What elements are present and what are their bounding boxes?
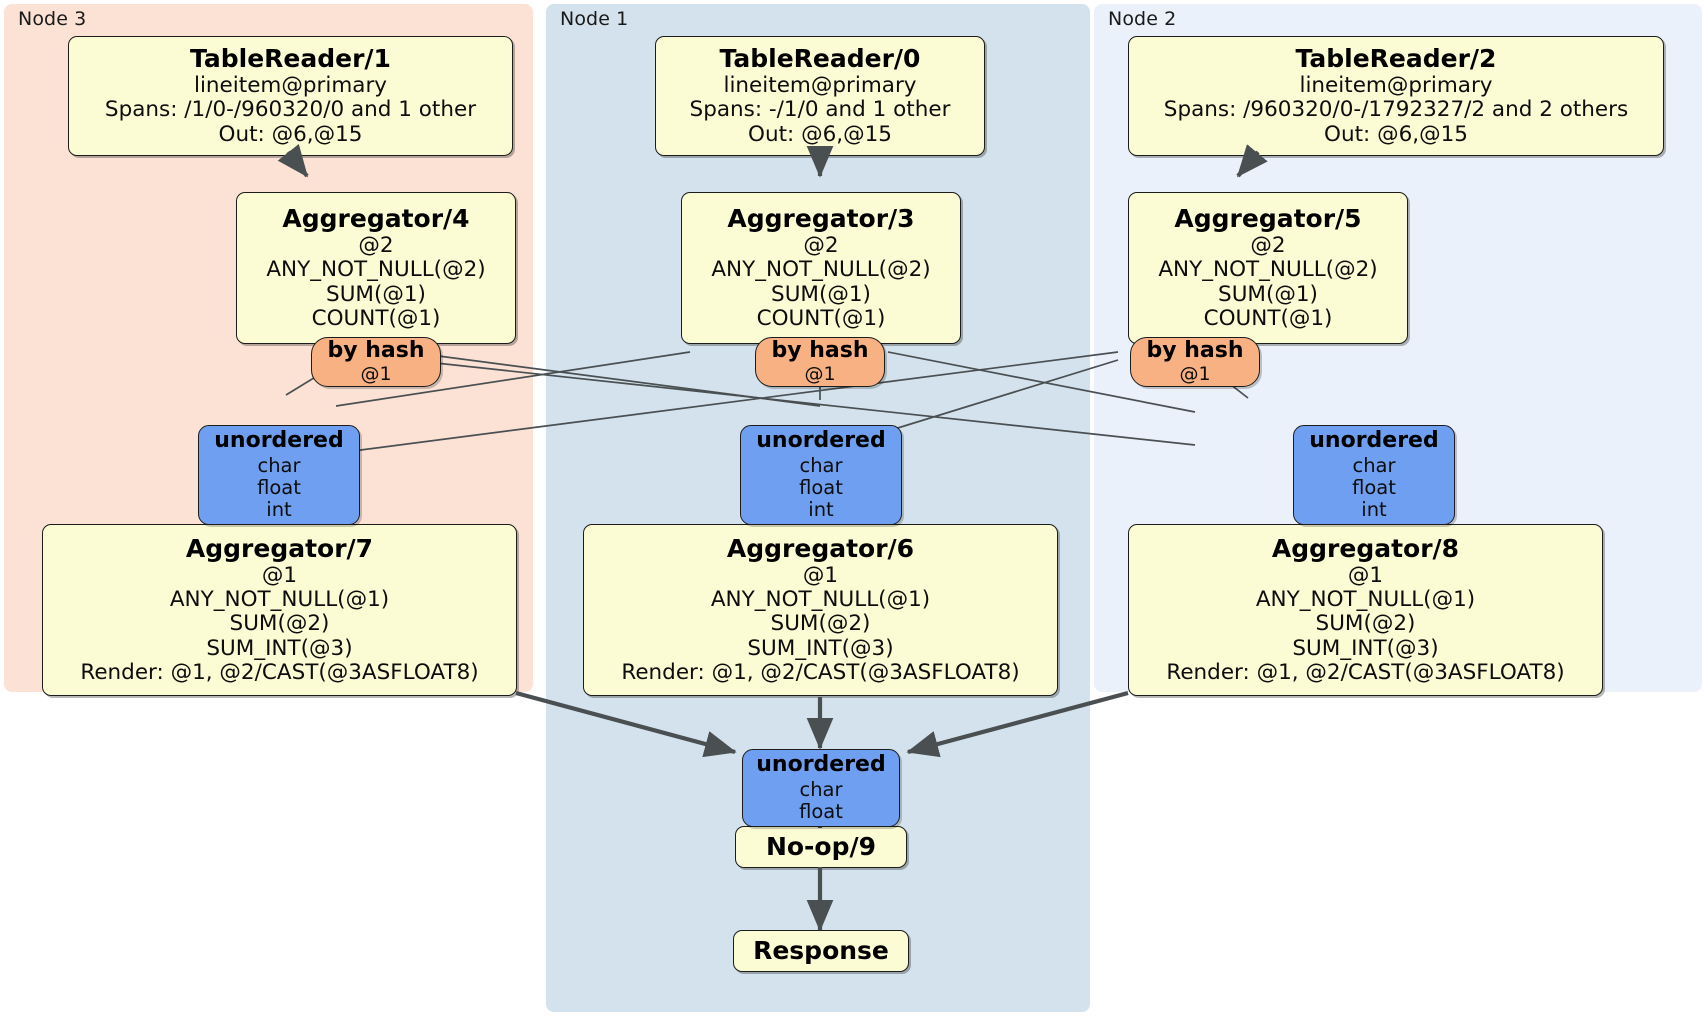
processor-detail-groupcols: @1 — [802, 562, 839, 588]
processor-detail-groupcols: @1 — [261, 562, 298, 588]
processor-detail-groupcols: @1 — [1347, 562, 1384, 588]
processor-detail-out: Out: @6,@15 — [218, 121, 363, 147]
processor-aggregator-3[interactable]: Aggregator/3 @2 ANY_NOT_NULL(@2) SUM(@1)… — [681, 192, 961, 344]
processor-aggregator-6[interactable]: Aggregator/6 @1 ANY_NOT_NULL(@1) SUM(@2)… — [583, 524, 1058, 696]
processor-detail-agg3: COUNT(@1) — [1203, 305, 1333, 331]
synchronizer-type-char: char — [257, 453, 301, 477]
router-by-hash-node1[interactable]: by hash @1 — [755, 337, 885, 387]
processor-aggregator-5[interactable]: Aggregator/5 @2 ANY_NOT_NULL(@2) SUM(@1)… — [1128, 192, 1408, 344]
router-title: by hash — [771, 337, 869, 363]
synchronizer-type-float: float — [799, 475, 843, 499]
processor-title: Aggregator/7 — [185, 533, 374, 563]
synchronizer-type-char: char — [1352, 453, 1396, 477]
processor-title: Aggregator/5 — [1174, 203, 1362, 233]
processor-detail-render: Render: @1, @2/CAST(@3ASFLOAT8) — [80, 660, 479, 686]
synchronizer-type-int: int — [266, 497, 292, 521]
response-node[interactable]: Response — [733, 930, 909, 972]
processor-detail-agg1: ANY_NOT_NULL(@1) — [169, 587, 390, 613]
processor-tablereader-1[interactable]: TableReader/1 lineitem@primary Spans: /1… — [68, 36, 513, 156]
synchronizer-unordered-node3[interactable]: unordered char float int — [198, 425, 360, 525]
processor-detail-render: Render: @1, @2/CAST(@3ASFLOAT8) — [621, 660, 1020, 686]
processor-detail-agg2: SUM(@1) — [326, 281, 426, 307]
processor-title: Aggregator/8 — [1271, 533, 1460, 563]
processor-detail-spans: Spans: -/1/0 and 1 other — [689, 97, 951, 123]
processor-detail-groupcols: @2 — [803, 233, 839, 259]
synchronizer-title: unordered — [1309, 428, 1439, 454]
synchronizer-type-float: float — [257, 475, 301, 499]
synchronizer-unordered-node2[interactable]: unordered char float int — [1293, 425, 1455, 525]
processor-detail-agg2: SUM(@2) — [1315, 611, 1416, 637]
processor-detail-spans: Spans: /1/0-/960320/0 and 1 other — [104, 97, 477, 123]
processor-detail-out: Out: @6,@15 — [748, 121, 892, 147]
processor-title: Aggregator/3 — [727, 203, 915, 233]
synchronizer-type-char: char — [799, 453, 843, 477]
router-by-hash-node3[interactable]: by hash @1 — [311, 337, 441, 387]
node-panel-label-node3: Node 3 — [18, 8, 87, 30]
processor-detail-agg1: ANY_NOT_NULL(@1) — [1255, 587, 1476, 613]
processor-tablereader-2[interactable]: TableReader/2 lineitem@primary Spans: /9… — [1128, 36, 1664, 156]
processor-detail-render: Render: @1, @2/CAST(@3ASFLOAT8) — [1166, 660, 1565, 686]
synchronizer-type-char: char — [799, 777, 843, 801]
synchronizer-type-int: int — [1361, 497, 1387, 521]
synchronizer-type-int: int — [808, 497, 834, 521]
processor-detail-agg3: COUNT(@1) — [756, 305, 886, 331]
processor-detail-agg1: ANY_NOT_NULL(@2) — [711, 257, 931, 283]
processor-title: TableReader/1 — [190, 43, 391, 73]
processor-title: Aggregator/4 — [282, 203, 470, 233]
synchronizer-unordered-final[interactable]: unordered char float — [742, 749, 900, 827]
node-panel-label-node2: Node 2 — [1108, 8, 1177, 30]
synchronizer-unordered-node1[interactable]: unordered char float int — [740, 425, 902, 525]
router-by-hash-node2[interactable]: by hash @1 — [1130, 337, 1260, 387]
processor-detail-table: lineitem@primary — [193, 73, 388, 99]
processor-detail-groupcols: @2 — [358, 233, 394, 259]
processor-detail-spans: Spans: /960320/0-/1792327/2 and 2 others — [1163, 97, 1629, 123]
processor-title: TableReader/2 — [1295, 43, 1497, 73]
processor-aggregator-8[interactable]: Aggregator/8 @1 ANY_NOT_NULL(@1) SUM(@2)… — [1128, 524, 1603, 696]
processor-detail-agg3: SUM_INT(@3) — [1292, 635, 1439, 661]
processor-detail-table: lineitem@primary — [1299, 73, 1493, 99]
synchronizer-title: unordered — [756, 752, 886, 778]
router-detail: @1 — [804, 362, 836, 385]
processor-detail-groupcols: @2 — [1250, 233, 1286, 259]
processor-detail-agg2: SUM(@2) — [229, 611, 330, 637]
processor-detail-table: lineitem@primary — [723, 73, 917, 99]
processor-detail-out: Out: @6,@15 — [1324, 121, 1468, 147]
processor-detail-agg1: ANY_NOT_NULL(@1) — [710, 587, 931, 613]
processor-detail-agg3: SUM_INT(@3) — [747, 635, 894, 661]
synchronizer-title: unordered — [214, 428, 344, 454]
response-title: Response — [753, 935, 889, 965]
processor-tablereader-0[interactable]: TableReader/0 lineitem@primary Spans: -/… — [655, 36, 985, 156]
processor-aggregator-7[interactable]: Aggregator/7 @1 ANY_NOT_NULL(@1) SUM(@2)… — [42, 524, 517, 696]
processor-title: Aggregator/6 — [726, 533, 915, 563]
processor-detail-agg3: SUM_INT(@3) — [206, 635, 353, 661]
node-panel-label-node1: Node 1 — [560, 8, 629, 30]
processor-detail-agg1: ANY_NOT_NULL(@2) — [1158, 257, 1378, 283]
router-detail: @1 — [360, 362, 392, 385]
router-title: by hash — [1146, 337, 1244, 363]
synchronizer-title: unordered — [756, 428, 886, 454]
processor-detail-agg1: ANY_NOT_NULL(@2) — [266, 257, 486, 283]
processor-noop-9[interactable]: No-op/9 — [735, 826, 907, 868]
processor-detail-agg2: SUM(@1) — [771, 281, 871, 307]
synchronizer-type-float: float — [1352, 475, 1396, 499]
router-detail: @1 — [1179, 362, 1211, 385]
router-title: by hash — [327, 337, 425, 363]
processor-title: TableReader/0 — [719, 43, 921, 73]
processor-title: No-op/9 — [765, 831, 877, 861]
processor-aggregator-4[interactable]: Aggregator/4 @2 ANY_NOT_NULL(@2) SUM(@1)… — [236, 192, 516, 344]
processor-detail-agg2: SUM(@1) — [1218, 281, 1318, 307]
synchronizer-type-float: float — [799, 799, 843, 823]
processor-detail-agg2: SUM(@2) — [770, 611, 871, 637]
processor-detail-agg3: COUNT(@1) — [311, 305, 441, 331]
